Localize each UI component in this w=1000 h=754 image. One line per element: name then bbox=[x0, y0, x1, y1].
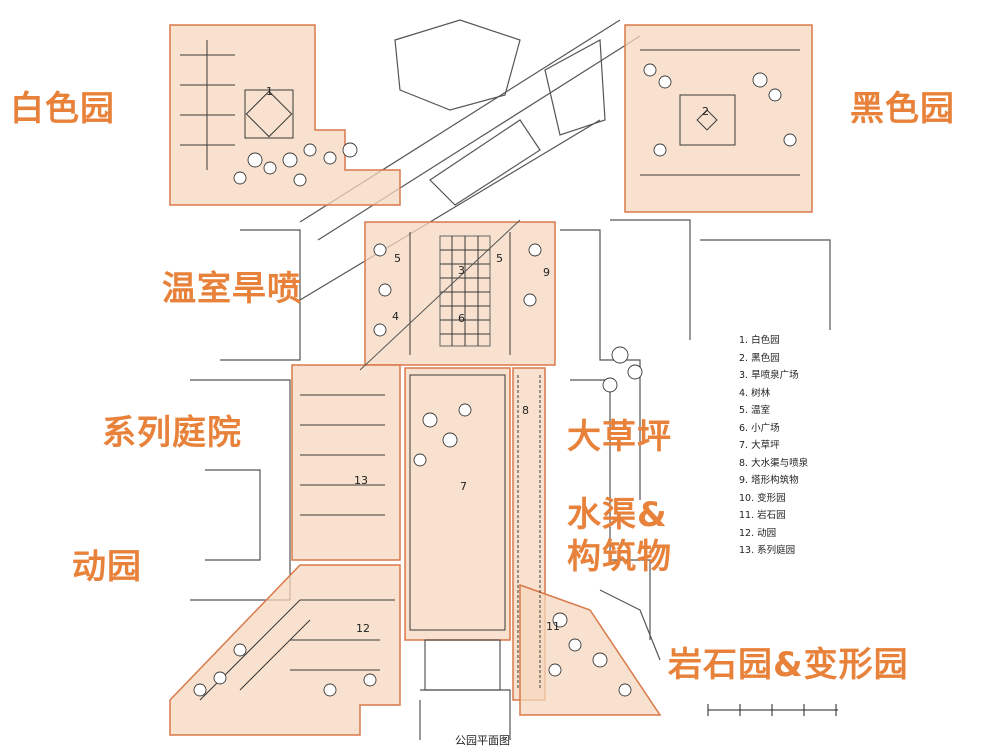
map-number-3: 3 bbox=[458, 264, 465, 277]
animal-garden-zone bbox=[169, 564, 401, 736]
map-number-2: 2 bbox=[702, 105, 709, 118]
greenhouse-fountain-zone bbox=[364, 221, 556, 366]
map-number-5-left: 5 bbox=[394, 252, 401, 265]
legend-item: 7. 大草坪 bbox=[739, 440, 780, 451]
map-number-6: 6 bbox=[458, 312, 465, 325]
plan-details bbox=[180, 40, 838, 716]
legend-item: 2. 黑色园 bbox=[739, 352, 780, 364]
legend-item: 4. 树林 bbox=[739, 387, 771, 399]
legend-item: 6. 小广场 bbox=[739, 422, 780, 434]
label-greenhouse-fountain: 温室旱喷 bbox=[162, 269, 302, 309]
tree-canopies bbox=[193, 63, 797, 697]
map-number-5-right: 5 bbox=[496, 252, 503, 265]
label-big-lawn: 大草坪 bbox=[567, 417, 672, 457]
rock-topiary-zone bbox=[519, 583, 662, 716]
label-canal-structures-line1: 水渠& bbox=[567, 495, 668, 535]
legend-item: 13. 系列庭园 bbox=[739, 545, 796, 556]
map-number-13: 13 bbox=[354, 474, 368, 487]
garden-zones bbox=[169, 24, 813, 736]
street-linework bbox=[190, 19, 831, 740]
map-number-9: 9 bbox=[543, 266, 550, 279]
legend-item: 1. 白色园 bbox=[739, 335, 780, 346]
map-numbers: 1 2 3 4 5 5 6 7 8 9 11 12 13 bbox=[266, 85, 709, 635]
map-number-7: 7 bbox=[460, 480, 467, 493]
series-courtyards-zone bbox=[291, 364, 401, 561]
map-caption: 公园平面图 bbox=[455, 734, 510, 747]
legend-item: 11. 岩石园 bbox=[739, 510, 786, 521]
label-rock-topiary-garden: 岩石园&变形园 bbox=[668, 645, 909, 685]
black-garden-zone bbox=[624, 24, 813, 213]
legend-item: 10. 变形园 bbox=[739, 492, 786, 504]
map-number-8: 8 bbox=[522, 404, 529, 417]
label-white-garden: 白色园 bbox=[10, 89, 115, 129]
map-number-4: 4 bbox=[392, 310, 399, 323]
label-animal-garden: 动园 bbox=[72, 547, 142, 587]
label-canal-structures-line2: 构筑物 bbox=[567, 537, 672, 577]
legend-item: 9. 塔形构筑物 bbox=[739, 475, 799, 486]
map-number-11: 11 bbox=[546, 620, 560, 633]
map-legend: 1. 白色园 2. 黑色园 3. 旱喷泉广场 4. 树林 5. 温室 6. 小广… bbox=[739, 332, 808, 560]
legend-item: 8. 大水渠与喷泉 bbox=[739, 457, 809, 469]
map-number-1: 1 bbox=[266, 85, 273, 98]
legend-item: 3. 旱喷泉广场 bbox=[739, 370, 799, 381]
map-number-12: 12 bbox=[356, 622, 370, 635]
label-series-courtyards: 系列庭院 bbox=[102, 413, 242, 453]
legend-item: 12. 动园 bbox=[739, 527, 777, 539]
big-lawn-zone bbox=[404, 367, 511, 641]
label-black-garden: 黑色园 bbox=[850, 89, 955, 129]
legend-item: 5. 温室 bbox=[739, 405, 771, 416]
white-garden-zone bbox=[169, 24, 401, 206]
